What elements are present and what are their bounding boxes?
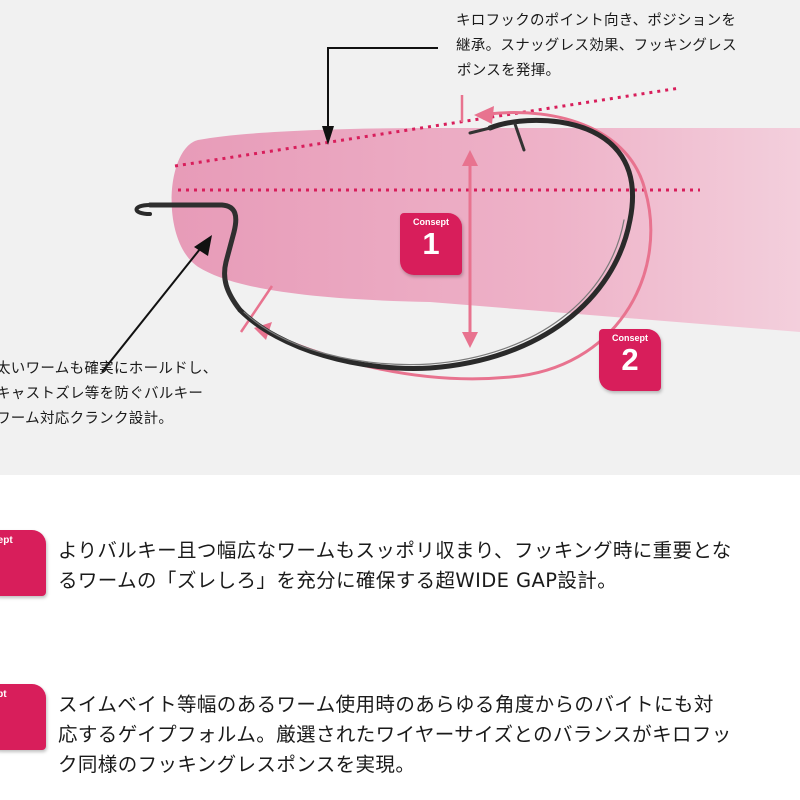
consept-2-badge: Consept 2 bbox=[599, 329, 661, 391]
feature-2-text: スイムベイト等幅のあるワーム使用時のあらゆる角度からのバイトにも対 応するゲイプ… bbox=[58, 690, 800, 780]
left-callout-arrow bbox=[101, 243, 205, 373]
badge-label: Consept bbox=[413, 217, 449, 227]
feature-line: よりバルキー且つ幅広なワームもスッポリ収まり、フッキング時に重要とな bbox=[58, 539, 732, 562]
point-angle-line bbox=[174, 86, 681, 168]
hook bbox=[134, 117, 636, 371]
feature-1-text: よりバルキー且つ幅広なワームもスッポリ収まり、フッキング時に重要とな るワームの… bbox=[58, 536, 800, 596]
feature-line: スイムベイト等幅のあるワーム使用時のあらゆる角度からのバイトにも対 bbox=[58, 693, 714, 716]
badge-number: 1 bbox=[422, 226, 440, 261]
crank-design-callout: 太いワームも確実にホールドし、 キャストズレ等を防ぐバルキー ワーム対応クランク… bbox=[0, 357, 218, 432]
point-position-callout: キロフックのポイント向き、ポジションを 継承。スナッグレス効果、フッキングレス … bbox=[456, 9, 737, 84]
feature-line: ク同様のフッキングレスポンスを実現。 bbox=[58, 753, 416, 776]
worm-shape bbox=[171, 128, 800, 332]
hook-diagram: キロフックのポイント向き、ポジションを 継承。スナッグレス効果、フッキングレス … bbox=[0, 0, 800, 475]
badge-label: Consept bbox=[612, 333, 648, 343]
callout-line: 継承。スナッグレス効果、フッキングレス bbox=[456, 38, 737, 54]
callout-line: キロフックのポイント向き、ポジションを bbox=[456, 13, 737, 29]
consept-1-badge: Consept 1 bbox=[400, 213, 462, 275]
gap-arrow bbox=[462, 150, 478, 348]
feature-2-badge: sept bbox=[0, 684, 46, 750]
feature-1-badge: nsept bbox=[0, 530, 46, 596]
callout-line: ワーム対応クランク設計。 bbox=[0, 411, 174, 427]
callout-line: キャストズレ等を防ぐバルキー bbox=[0, 386, 204, 402]
feature-line: るワームの「ズレしろ」を充分に確保する超WIDE GAP設計。 bbox=[58, 569, 618, 592]
badge-label: sept bbox=[0, 689, 7, 700]
badge-label: nsept bbox=[0, 535, 13, 546]
callout-line: 太いワームも確実にホールドし、 bbox=[0, 361, 218, 377]
hook-illustration bbox=[101, 47, 800, 381]
feature-line: 応するゲイプフォルム。厳選されたワイヤーサイズとのバランスがキロフッ bbox=[58, 723, 732, 746]
callout-line: ポンスを発揮。 bbox=[457, 63, 561, 79]
top-callout-arrow bbox=[327, 47, 438, 128]
badge-number: 2 bbox=[621, 342, 639, 377]
